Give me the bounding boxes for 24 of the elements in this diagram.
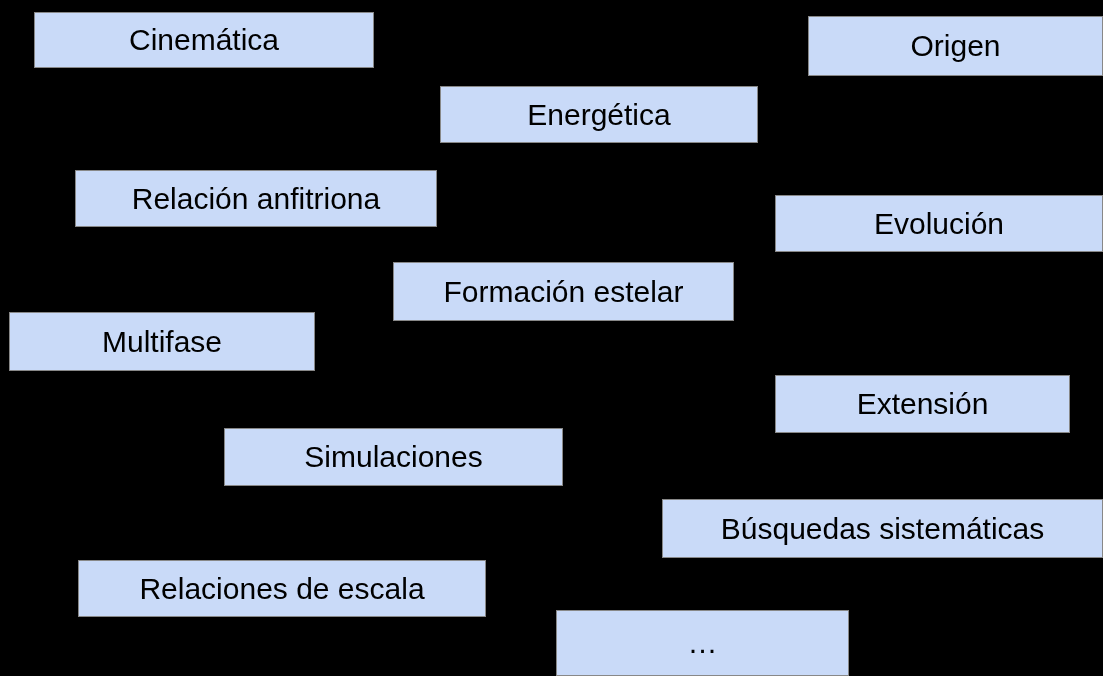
- topic-label: Multifase: [101, 324, 222, 359]
- topic-box: [393, 262, 734, 321]
- topic-box: [775, 195, 1103, 252]
- topic-label: Energética: [527, 97, 671, 132]
- topic-label: …: [687, 626, 718, 660]
- topic-box: [9, 312, 315, 371]
- topic-label: Búsquedas sistemáticas: [720, 511, 1045, 546]
- topic-box: [75, 170, 437, 227]
- topic-box: [556, 610, 849, 676]
- topic-box: [440, 86, 758, 143]
- topic-label: Evolución: [873, 206, 1005, 241]
- topic-box: [775, 375, 1070, 433]
- topic-box: [34, 12, 374, 68]
- topic-box: [78, 560, 486, 617]
- topic-box: [662, 499, 1103, 558]
- topic-label: Relaciones de escala: [139, 571, 425, 606]
- topic-label: Extensión: [856, 387, 989, 421]
- topic-label: Simulaciones: [304, 440, 483, 474]
- topic-label: Relación anfitriona: [131, 181, 381, 216]
- topic-label: Cinemática: [128, 23, 280, 57]
- topic-box: [224, 428, 563, 486]
- topic-box: [808, 16, 1103, 76]
- topic-label: Formación estelar: [443, 274, 684, 309]
- topic-label: Origen: [910, 29, 1001, 63]
